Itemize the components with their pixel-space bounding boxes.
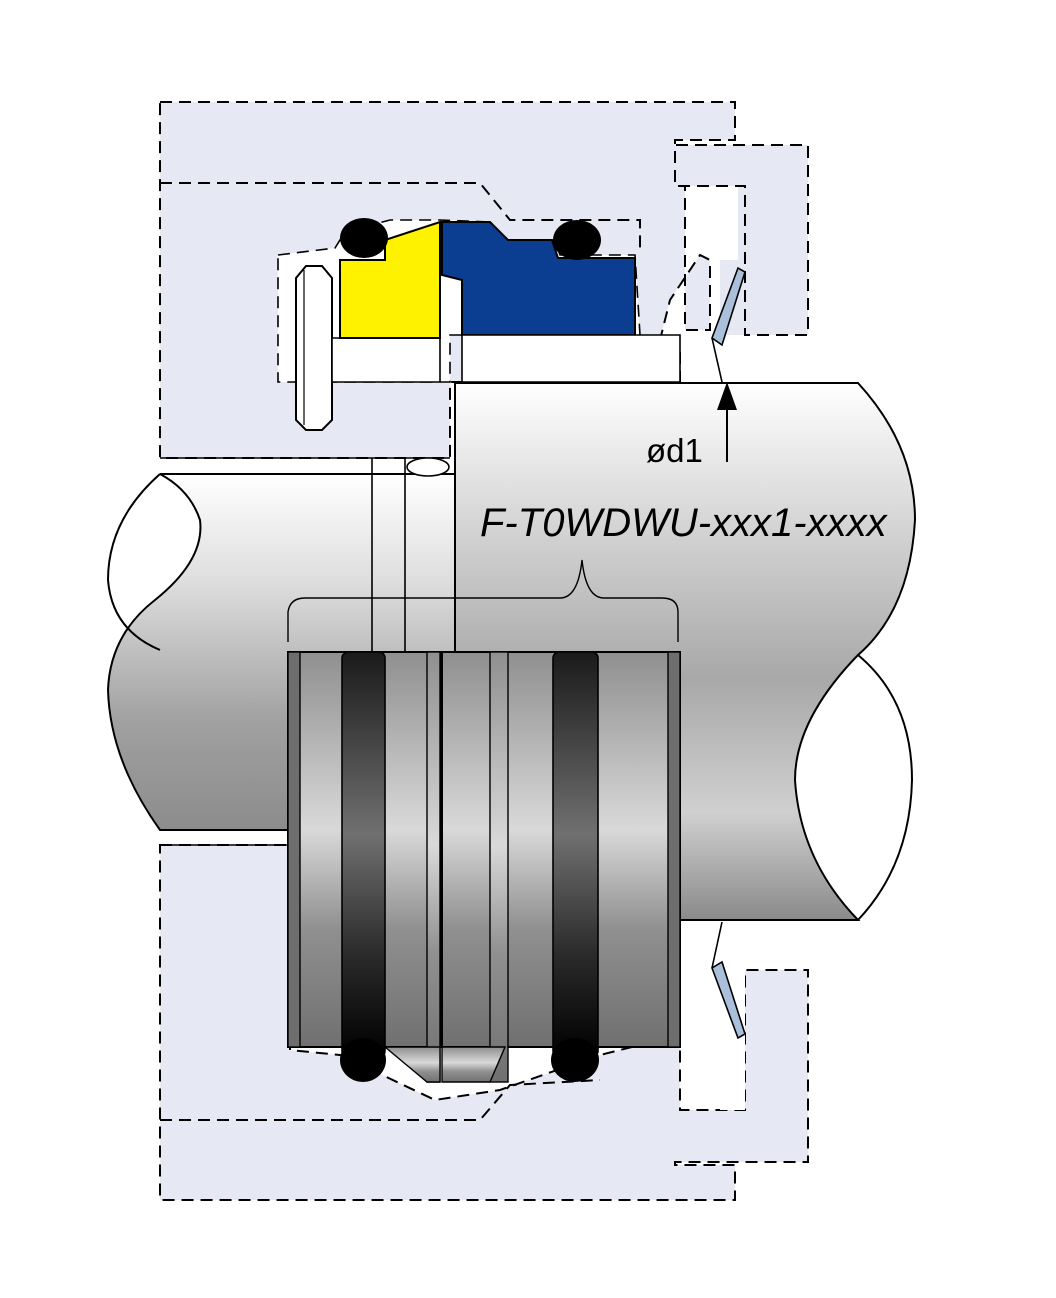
cartridge-lower-taper-left: [383, 1046, 441, 1083]
cartridge-bracket: [287, 559, 679, 642]
spring-blade-lower: [711, 960, 746, 1040]
seal-upper: [331, 218, 746, 383]
oring-band-left: [341, 651, 386, 1058]
cartridge-edge-right: [667, 651, 681, 1048]
oring-upper-left: [340, 218, 388, 258]
cartridge-groove-mid: [489, 651, 509, 1083]
stationary-seat-sleeve: [331, 337, 441, 383]
spring-arm-lower: [711, 921, 723, 969]
spring-blade-upper: [711, 266, 746, 347]
dimension-d1: ød1: [646, 382, 737, 469]
cartridge-lower-taper-right: [441, 1046, 507, 1083]
drive-pin: [295, 265, 333, 431]
stationary-seat-ring: [339, 220, 441, 339]
oring-lower-right: [551, 1038, 599, 1082]
set-screw-hole: [406, 457, 450, 477]
cartridge-groove-left: [426, 651, 441, 1083]
dimension-label: ød1: [646, 432, 703, 469]
cartridge-edge-left: [287, 651, 301, 1048]
oring-lower-left: [340, 1038, 386, 1082]
rotating-face-ring: [441, 221, 636, 336]
rotating-ring-sleeve: [461, 334, 681, 383]
oring-upper-right: [553, 220, 601, 260]
housing-lower-inner-line: [160, 1079, 601, 1121]
oring-band-right: [552, 651, 599, 1058]
shaft-large-end-wave: [857, 654, 914, 921]
shaft-small-end-wave: [106, 473, 161, 651]
spring-arm-upper: [711, 337, 723, 383]
part-code-label: F-T0WDWU-xxx1-xxxx: [480, 501, 889, 545]
housing-upper-outer-body: [160, 102, 808, 335]
seal-lower-cartridge: [287, 559, 746, 1083]
dimension-arrow-head: [717, 382, 737, 410]
housing-upper-top-step: [160, 182, 641, 250]
